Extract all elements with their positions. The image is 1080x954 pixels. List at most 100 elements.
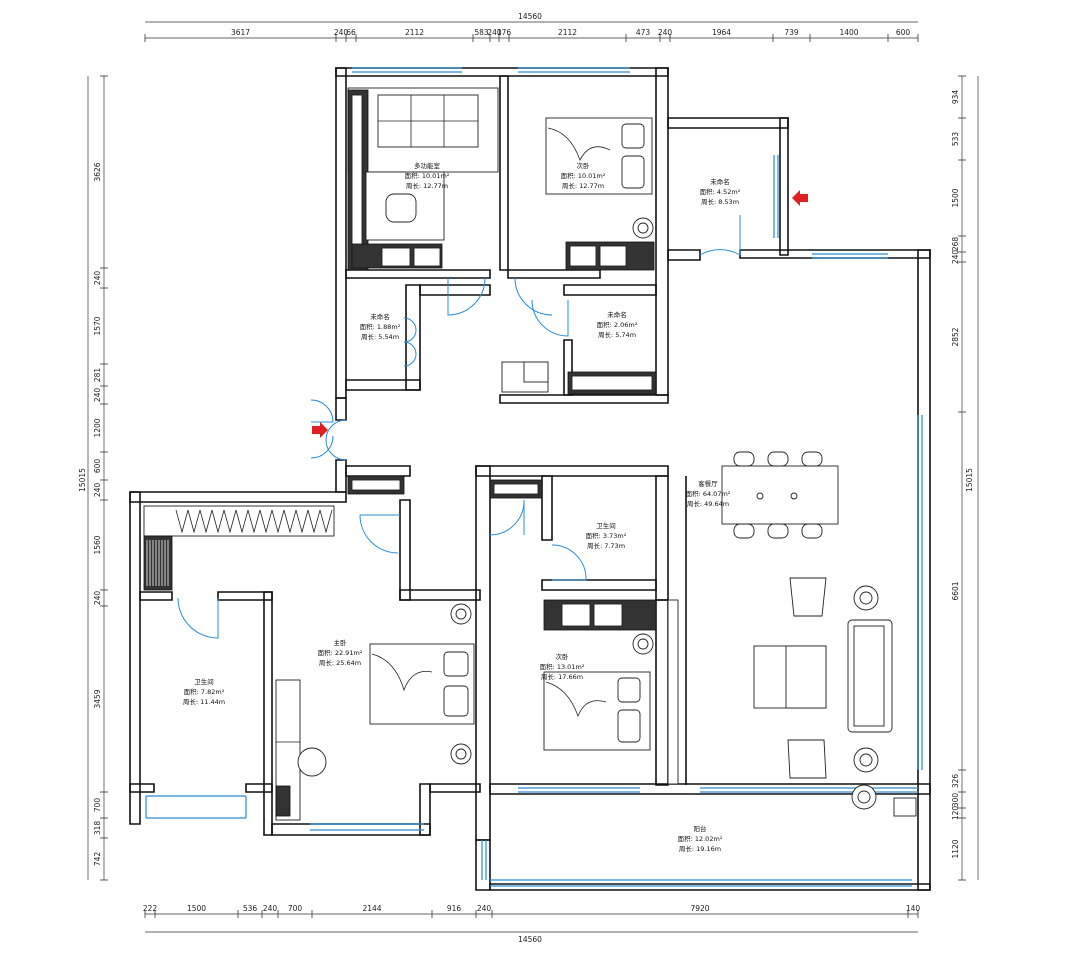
dimension-label: 66 <box>346 28 356 37</box>
room-name: 卫生间 <box>194 677 214 686</box>
left-total-dimension: 15015 <box>78 468 87 492</box>
dimension-label: 268 <box>951 237 960 252</box>
entry-arrow-right <box>792 190 808 206</box>
door-swings <box>177 215 741 639</box>
room-area: 面积: 64.07m² <box>686 489 731 498</box>
dimension-label: 300 <box>951 793 960 808</box>
dimension-label: 240 <box>93 271 102 286</box>
dimension-label: 240 <box>658 28 673 37</box>
room-area: 面积: 4.52m² <box>700 187 741 196</box>
dimension-label: 3617 <box>231 28 250 37</box>
room-label-unnamed-east: 未命名 面积: 4.52m² 周长: 8.53m <box>700 177 741 206</box>
dining-chair <box>767 523 789 539</box>
room-perimeter: 周长: 12.77m <box>562 181 604 190</box>
walls <box>129 67 931 891</box>
dimension-label: 2112 <box>405 28 424 37</box>
dimension-label: 739 <box>784 28 799 37</box>
dimension-label: 700 <box>93 798 102 813</box>
room-area: 面积: 7.82m² <box>184 687 225 696</box>
room-name: 客餐厅 <box>698 479 718 488</box>
dimension-label: 742 <box>93 852 102 867</box>
dimension-label: 140 <box>906 904 921 913</box>
dimension-label: 7920 <box>690 904 709 913</box>
dimension-label: 2112 <box>558 28 577 37</box>
room-name: 未命名 <box>370 312 390 321</box>
room-area: 面积: 10.01m² <box>561 171 606 180</box>
room-name: 卫生间 <box>596 521 616 530</box>
room-perimeter: 周长: 5.74m <box>598 330 636 339</box>
bottom-total-dimension: 14560 <box>518 935 542 944</box>
dimension-label: 600 <box>896 28 911 37</box>
room-area: 面积: 13.01m² <box>540 662 585 671</box>
dimension-label: 2852 <box>951 327 960 346</box>
dimension-label: 120 <box>951 806 960 821</box>
dimension-label: 240 <box>477 904 492 913</box>
dimension-label: 3626 <box>93 162 102 181</box>
room-area: 面积: 1.88m² <box>360 322 401 331</box>
dining-chair <box>733 523 755 539</box>
dimension-label: 1120 <box>951 839 960 858</box>
room-area: 面积: 12.02m² <box>678 834 723 843</box>
dimension-label: 240 <box>487 28 502 37</box>
room-perimeter: 周长: 12.77m <box>406 181 448 190</box>
room-name: 阳台 <box>694 824 707 833</box>
room-perimeter: 周长: 8.53m <box>701 197 739 206</box>
room-perimeter: 周长: 17.66m <box>541 672 583 681</box>
room-perimeter: 周长: 11.44m <box>183 697 225 706</box>
dimension-label: 240 <box>263 904 278 913</box>
room-perimeter: 周长: 25.64m <box>319 658 361 667</box>
dimension-label: 6601 <box>951 581 960 600</box>
room-name: 多功能室 <box>414 161 441 170</box>
dimension-label: 1500 <box>187 904 206 913</box>
dimension-label: 240 <box>951 250 960 265</box>
top-total-dimension: 14560 <box>518 12 542 21</box>
furniture <box>143 87 917 821</box>
dimension-label: 1964 <box>712 28 731 37</box>
dimension-label: 3459 <box>93 689 102 708</box>
dimension-label: 533 <box>951 132 960 147</box>
room-label-unnamed-closet-1: 未命名 面积: 1.88m² 周长: 5.54m <box>360 312 401 341</box>
room-label-master-bathroom: 卫生间 面积: 7.82m² 周长: 11.44m <box>183 677 225 706</box>
room-perimeter: 周长: 19.16m <box>679 844 721 853</box>
room-area: 面积: 2.06m² <box>597 320 638 329</box>
dining-chair <box>801 451 823 467</box>
room-label-balcony: 阳台 面积: 12.02m² 周长: 19.16m <box>678 824 723 853</box>
dimension-label: 1400 <box>839 28 858 37</box>
dimension-label: 1570 <box>93 316 102 335</box>
dimension-label: 1560 <box>93 535 102 554</box>
room-label-south-bedroom: 次卧 面积: 13.01m² 周长: 17.66m <box>540 652 585 681</box>
room-area: 面积: 10.01m² <box>405 171 450 180</box>
room-label-master-bedroom: 主卧 面积: 22.91m² 周长: 25.64m <box>318 638 363 667</box>
dimension-label: 1200 <box>93 418 102 437</box>
dimension-label: 536 <box>243 904 258 913</box>
room-label-bathroom-2: 卫生间 面积: 3.73m² 周长: 7.73m <box>586 521 627 550</box>
room-label-multifunction: 多功能室 面积: 10.01m² 周长: 12.77m <box>405 161 450 190</box>
room-name: 次卧 <box>556 652 570 661</box>
dimension-label: 222 <box>143 904 158 913</box>
room-perimeter: 周长: 5.54m <box>361 332 399 341</box>
dimension-label: 318 <box>93 821 102 836</box>
room-labels: 多功能室 面积: 10.01m² 周长: 12.77m 次卧 面积: 10.01… <box>183 161 741 853</box>
dimension-label: 700 <box>288 904 303 913</box>
dimension-label: 600 <box>93 459 102 474</box>
dimension-label: 473 <box>636 28 651 37</box>
room-name: 未命名 <box>607 310 627 319</box>
right-total-dimension: 15015 <box>965 468 974 492</box>
dimension-label: 1500 <box>951 188 960 207</box>
room-perimeter: 周长: 49.64m <box>687 499 729 508</box>
dimension-label: 281 <box>93 368 102 383</box>
room-name: 次卧 <box>577 161 591 170</box>
room-label-unnamed-closet-2: 未命名 面积: 2.06m² 周长: 5.74m <box>597 310 638 339</box>
room-name: 主卧 <box>334 638 348 647</box>
room-area: 面积: 22.91m² <box>318 648 363 657</box>
dimension-label: 934 <box>951 90 960 105</box>
dining-chair <box>733 451 755 467</box>
room-perimeter: 周长: 7.73m <box>587 541 625 550</box>
dimension-label: 240 <box>93 388 102 403</box>
room-label-north-bedroom: 次卧 面积: 10.01m² 周长: 12.77m <box>561 161 606 190</box>
room-area: 面积: 3.73m² <box>586 531 627 540</box>
windows <box>145 67 923 887</box>
